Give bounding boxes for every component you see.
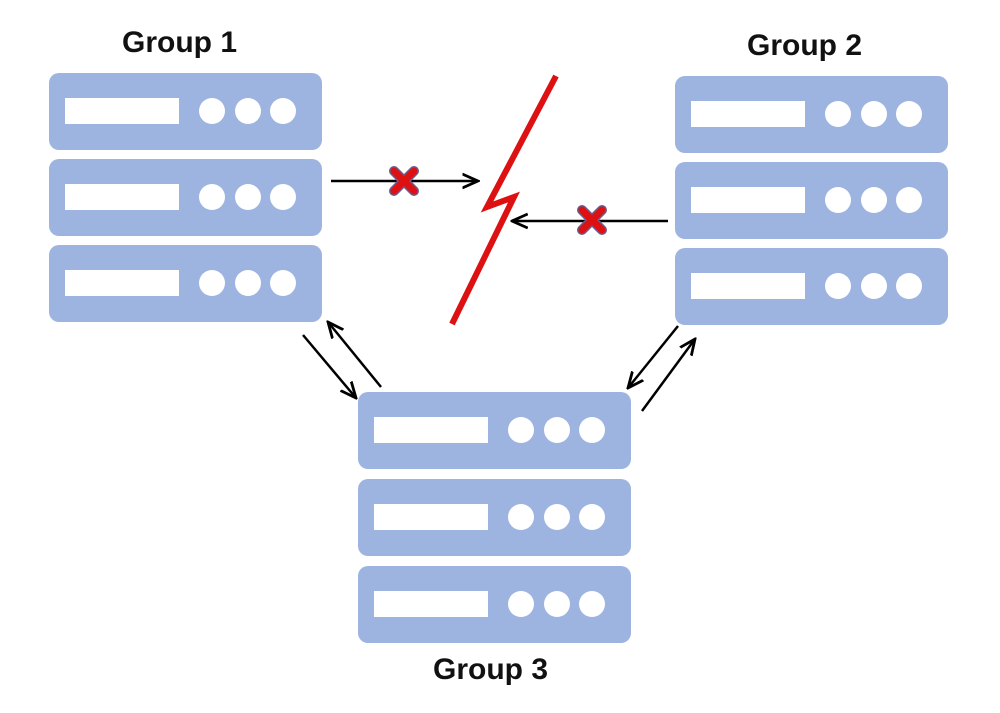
server-status-light [508, 504, 534, 530]
server-status-light [579, 591, 605, 617]
server-status-light [861, 101, 887, 127]
server-body [675, 162, 948, 239]
server-status-light [579, 417, 605, 443]
server-body [675, 248, 948, 325]
server-status-light [199, 98, 225, 124]
server-drive-slot [691, 187, 805, 213]
server-status-light [896, 187, 922, 213]
server-status-light [896, 273, 922, 299]
server-status-light [270, 270, 296, 296]
server-rack-icon [675, 76, 948, 153]
server-status-light [508, 591, 534, 617]
server-body [49, 73, 322, 150]
server-body [49, 159, 322, 236]
server-drive-slot [691, 101, 805, 127]
server-body [358, 392, 631, 469]
server-status-light [270, 184, 296, 210]
server-rack-icon [49, 159, 322, 236]
server-status-light [544, 417, 570, 443]
server-drive-slot [691, 273, 805, 299]
group-1-blocked-cross-icon [389, 166, 419, 196]
group-3-to-group-1-arrow [328, 322, 382, 388]
group-1-to-group-3-arrow [302, 334, 356, 398]
server-status-light [199, 270, 225, 296]
server-drive-slot [374, 591, 488, 617]
server-status-light [235, 270, 261, 296]
server-body [358, 479, 631, 556]
group-1-label: Group 1 [122, 26, 238, 59]
server-status-light [199, 184, 225, 210]
group-3-to-group-2-arrow [640, 339, 695, 412]
group-3-server-stack [358, 392, 631, 643]
server-rack-icon [675, 248, 948, 325]
group-3-label: Group 3 [433, 653, 549, 686]
server-rack-icon [358, 392, 631, 469]
server-status-light [825, 187, 851, 213]
server-drive-slot [65, 184, 179, 210]
group-2-server-stack [675, 76, 948, 325]
group-1-server-stack [49, 73, 322, 322]
server-status-light [235, 184, 261, 210]
server-drive-slot [65, 98, 179, 124]
server-rack-icon [358, 566, 631, 643]
server-status-light [825, 101, 851, 127]
server-status-light [235, 98, 261, 124]
server-drive-slot [374, 417, 488, 443]
server-status-light [579, 504, 605, 530]
server-body [675, 76, 948, 153]
server-status-light [544, 591, 570, 617]
partition-lightning-bolt-icon [449, 74, 559, 326]
server-rack-icon [358, 479, 631, 556]
server-status-light [861, 273, 887, 299]
server-body [358, 566, 631, 643]
server-status-light [861, 187, 887, 213]
server-rack-icon [49, 73, 322, 150]
group-2-label: Group 2 [747, 29, 863, 62]
server-rack-icon [675, 162, 948, 239]
server-rack-icon [49, 245, 322, 322]
server-body [49, 245, 322, 322]
server-status-light [825, 273, 851, 299]
group-2-to-group-3-arrow [628, 325, 679, 388]
server-drive-slot [65, 270, 179, 296]
server-drive-slot [374, 504, 488, 530]
server-status-light [508, 417, 534, 443]
server-status-light [896, 101, 922, 127]
group-2-blocked-cross-icon [577, 205, 607, 235]
server-status-light [544, 504, 570, 530]
server-status-light [270, 98, 296, 124]
